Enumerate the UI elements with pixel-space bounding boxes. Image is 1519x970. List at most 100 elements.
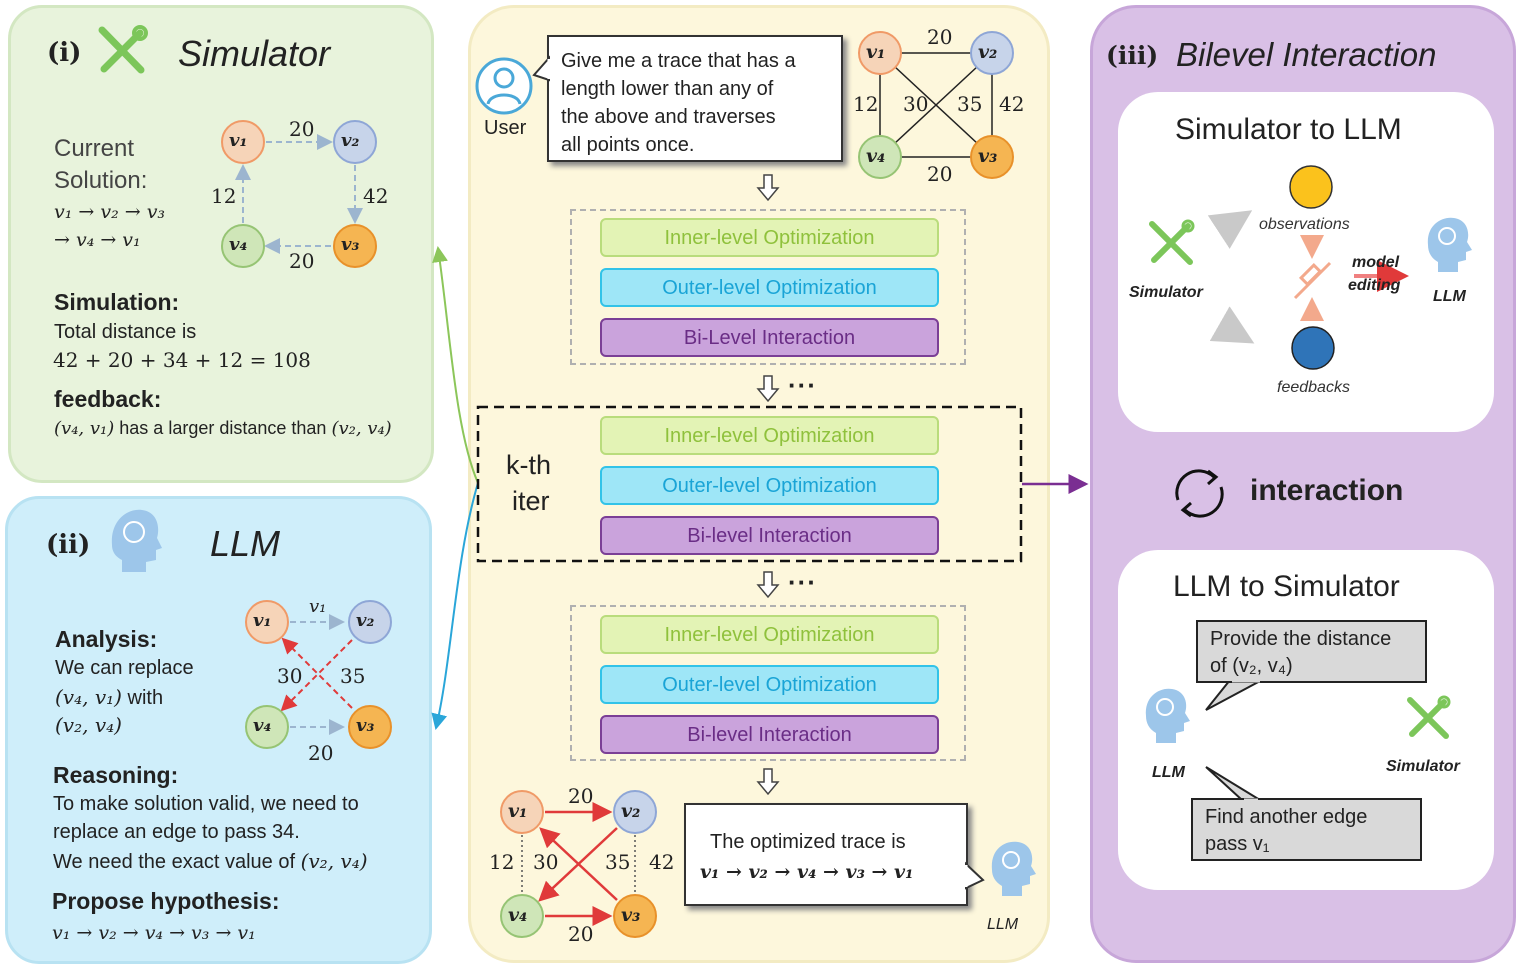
llm-edge-label: v₁	[309, 596, 327, 617]
bottom-edge-label: 20	[568, 922, 594, 946]
result-text: The optimized trace is	[710, 831, 906, 853]
sim-edge-label: 20	[289, 117, 315, 141]
iter-label: iter	[512, 486, 550, 516]
center-llm-label: LLM	[987, 916, 1019, 933]
llm-edge-label: 35	[340, 664, 366, 688]
ellipsis: ···	[788, 370, 817, 400]
provide-distance-line-1: Provide the distance	[1210, 628, 1392, 650]
interaction-label: interaction	[1250, 474, 1404, 507]
simulation-formula: 42 + 20 + 34 + 12 = 108	[53, 348, 311, 372]
top-graph	[858, 31, 1014, 179]
result-route: v₁ → v₂ → v₄ → v₃ → v₁	[700, 861, 914, 883]
cycle-icon	[1175, 469, 1224, 518]
current-route-line-1: v₁ → v₂ → v₃	[54, 201, 166, 223]
simulator-graph	[221, 120, 377, 268]
ellipsis: ···	[788, 567, 817, 597]
reasoning-line-3: We need the exact value of (v₂, v₄)	[53, 849, 368, 874]
simulation-text: Total distance is	[54, 321, 197, 343]
bottom-edge-label: 20	[568, 784, 594, 808]
node-v4	[221, 224, 265, 268]
bottom-graph	[500, 790, 657, 938]
top-edge-label: 20	[927, 25, 953, 49]
current-route-line-2: → v₄ → v₁	[54, 229, 141, 251]
observations-node	[1289, 165, 1333, 209]
tools-icon	[1149, 219, 1195, 265]
feedback-pair-b: (v₂, v₄)	[331, 418, 392, 439]
bottom-node-v1-label: v₁	[508, 800, 528, 822]
kth-label: k-th	[506, 450, 552, 480]
inner-level-optimization-box: Inner-level Optimization	[600, 416, 939, 455]
sim-node-v2-label: v₂	[341, 130, 360, 151]
outer-level-optimization-box: Outer-level Optimization	[600, 665, 939, 704]
user-query-line: length lower than any of	[561, 78, 774, 100]
feedbacks-node	[1291, 326, 1335, 370]
bilevel-title: Bilevel Interaction	[1176, 36, 1437, 73]
top-node-v3-label: v₃	[978, 145, 998, 167]
bi-level-interaction-box: Bi-Level Interaction	[600, 318, 939, 357]
brain-head-icon	[1427, 217, 1472, 272]
simulation-label: Simulation:	[54, 289, 180, 315]
top-edge-label: 35	[957, 92, 983, 116]
result-bubble: The optimized trace is v₁ → v₂ → v₄ → v₃…	[684, 803, 968, 906]
current-solution-label: Current	[54, 135, 135, 162]
llm-index: (ii)	[46, 530, 91, 560]
sim-node-v1-label: v₁	[229, 130, 248, 151]
llm-to-simulator-title: LLM to Simulator	[1173, 570, 1400, 603]
analysis-pair-b: (v₂, v₄)	[55, 713, 122, 737]
model-editing-label-2: editing	[1348, 277, 1401, 294]
reasoning-pair: (v₂, v₄)	[300, 849, 368, 873]
node-v2	[348, 600, 392, 644]
reasoning-label: Reasoning:	[53, 762, 179, 788]
bi-level-interaction-box: Bi-level Interaction	[600, 516, 939, 555]
llm-edge-label: 20	[308, 741, 334, 765]
user-query-line: all points once.	[561, 134, 695, 156]
bi-level-interaction-box: Bi-level Interaction	[600, 715, 939, 754]
feedback-pair-a: (v₄, v₁)	[54, 418, 115, 439]
top-edge-label: 20	[927, 162, 953, 186]
find-edge-line-1: Find another edge	[1205, 806, 1368, 828]
simulator-index: (i)	[47, 38, 82, 68]
arrow-to-simulator	[432, 246, 479, 484]
bubble-tail-2	[1205, 766, 1264, 801]
node-v3	[348, 705, 392, 749]
optimization-group-1	[570, 209, 966, 365]
provide-distance-bubble: Provide the distance of (v₂, v₄)	[1196, 620, 1427, 683]
user-query-line: the above and traverses	[561, 106, 776, 128]
bottom-node-v4-label: v₄	[508, 904, 528, 926]
model-editing-label: model	[1352, 254, 1400, 271]
outer-level-optimization-box: Outer-level Optimization	[600, 466, 939, 505]
optimization-group-3	[570, 605, 966, 761]
inner-level-optimization-box: Inner-level Optimization	[600, 218, 939, 257]
tools-icon	[98, 25, 148, 74]
reasoning-line-2: replace an edge to pass 34.	[53, 821, 300, 843]
feedback-label: feedback:	[54, 386, 162, 412]
simulator-to-llm-card	[1118, 92, 1494, 432]
feedback-body: has a larger distance than	[119, 418, 327, 438]
analysis-with: with	[127, 687, 164, 709]
simulator-title: Simulator	[178, 33, 331, 74]
sim-edge-label: 20	[289, 249, 315, 273]
arrow-to-feedbacks	[1209, 306, 1255, 344]
node-v2	[333, 120, 377, 164]
user-query-text: Give me a trace that has a length lower …	[561, 47, 851, 159]
llm-title: LLM	[210, 523, 281, 564]
top-node-v1-label: v₁	[866, 41, 886, 63]
top-edge-label: 12	[853, 92, 879, 116]
find-edge-bubble: Find another edge pass v₁	[1191, 798, 1422, 861]
hypothesis-route: v₁ → v₂ → v₄ → v₃ → v₁	[52, 922, 256, 944]
observations-label: observations	[1259, 216, 1350, 233]
current-solution-label-2: Solution:	[54, 167, 148, 194]
llm-label-2: LLM	[1152, 764, 1185, 781]
bottom-edge-label: 42	[649, 850, 675, 874]
bottom-node-v2-label: v₂	[621, 800, 641, 822]
bottom-edge-label: 30	[533, 850, 559, 874]
llm-node-v2-label: v₂	[356, 610, 375, 631]
bottom-edge-label: 12	[489, 850, 515, 874]
brain-head-icon	[991, 841, 1036, 896]
analysis-pair-a: (v₄, v₁)	[55, 685, 122, 709]
sim-edge-label: 42	[363, 184, 389, 208]
top-node-v2-label: v₂	[978, 41, 998, 63]
llm-node-v3-label: v₃	[356, 715, 375, 736]
node-v3	[333, 224, 377, 268]
